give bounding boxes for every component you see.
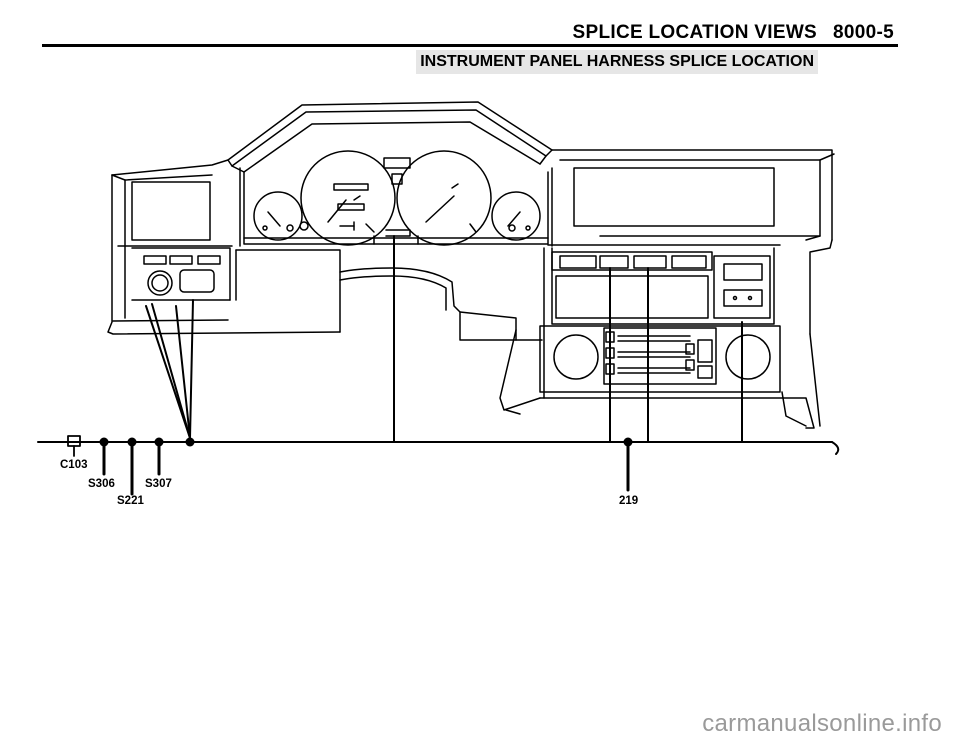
speedometer-gauge bbox=[300, 150, 396, 246]
right-dash-panel bbox=[547, 149, 835, 335]
lower-console bbox=[459, 311, 821, 429]
watermark: carmanualsonline.info bbox=[702, 710, 942, 737]
label-s307: S307 bbox=[145, 478, 172, 490]
main-harness-trunk bbox=[37, 441, 840, 455]
cluster-bottom-knobs bbox=[262, 221, 531, 231]
splice-point-s307 bbox=[154, 437, 164, 447]
diagram-subtitle: INSTRUMENT PANEL HARNESS SPLICE LOCATION bbox=[416, 50, 818, 74]
page-header: SPLICE LOCATION VIEWS 8000-5 bbox=[573, 22, 894, 44]
splice-point-s306 bbox=[99, 437, 109, 447]
label-s306: S306 bbox=[88, 478, 115, 490]
left-switch-panel bbox=[131, 247, 231, 301]
label-219: 219 bbox=[619, 495, 638, 507]
instrument-cluster-hood bbox=[227, 101, 553, 247]
label-s221: S221 bbox=[117, 495, 144, 507]
splice-point-219 bbox=[623, 437, 633, 447]
connector-c103 bbox=[67, 435, 81, 457]
header-rule bbox=[42, 44, 898, 47]
radio-console bbox=[543, 247, 775, 399]
splice-point-main bbox=[185, 437, 195, 447]
page-number: 8000-5 bbox=[833, 22, 894, 43]
fuel-gauge bbox=[253, 191, 303, 241]
section-title: SPLICE LOCATION VIEWS bbox=[572, 22, 818, 43]
splice-point-s221 bbox=[127, 437, 137, 447]
steering-column-opening bbox=[235, 249, 543, 341]
climate-control-panel bbox=[539, 325, 781, 393]
label-c103: C103 bbox=[60, 459, 88, 471]
harness-branches bbox=[145, 235, 743, 443]
splice-points bbox=[99, 437, 633, 447]
splice-leaders bbox=[102, 440, 630, 496]
dashboard-outline bbox=[107, 159, 341, 335]
temperature-gauge bbox=[491, 191, 541, 241]
tachometer-gauge bbox=[396, 150, 492, 246]
